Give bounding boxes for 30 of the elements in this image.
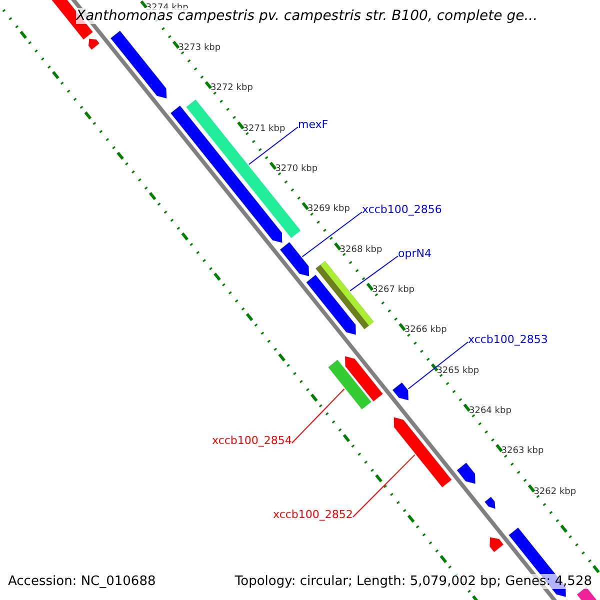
gene-bar <box>186 100 301 238</box>
gene-label: oprN4 <box>398 247 432 260</box>
gene-label: mexF <box>298 118 328 131</box>
genome-summary: Topology: circular; Length: 5,079,002 bp; Genes: 4,528 <box>234 574 592 589</box>
gene-bar <box>316 261 374 330</box>
gene-label: xccb100_2852 <box>273 508 353 521</box>
gene-bar <box>328 360 372 410</box>
leader-line <box>248 126 298 165</box>
leader-line <box>350 256 398 292</box>
tick-label: 3265 kbp <box>436 366 480 376</box>
tick-label: 3266 kbp <box>404 325 447 336</box>
leader-line <box>291 388 345 444</box>
gene-label: xccb100_2854 <box>212 434 292 447</box>
tick-label: 3273 kbp <box>178 43 221 53</box>
gene-block <box>392 382 408 400</box>
tick-label: 3269 kbp <box>308 204 350 214</box>
gene-block <box>394 417 452 488</box>
gene-label: xccb100_2856 <box>362 203 442 216</box>
tick-label: 3271 kbp <box>242 124 286 134</box>
tick-label: 3270 kbp <box>275 164 318 174</box>
gene-label: xccb100_2853 <box>468 333 548 346</box>
tick-label: 3267 kbp <box>372 284 414 295</box>
leader-line <box>352 454 416 518</box>
tick-label: 3262 kbp <box>534 486 576 496</box>
leader-line <box>302 212 362 258</box>
accession-text: Accession: NC_010688 <box>8 574 156 589</box>
tick-label: 3272 kbp <box>210 83 253 94</box>
leader-line <box>408 342 468 390</box>
tick-label: 3263 kbp <box>501 446 544 456</box>
gene-block <box>280 242 310 276</box>
